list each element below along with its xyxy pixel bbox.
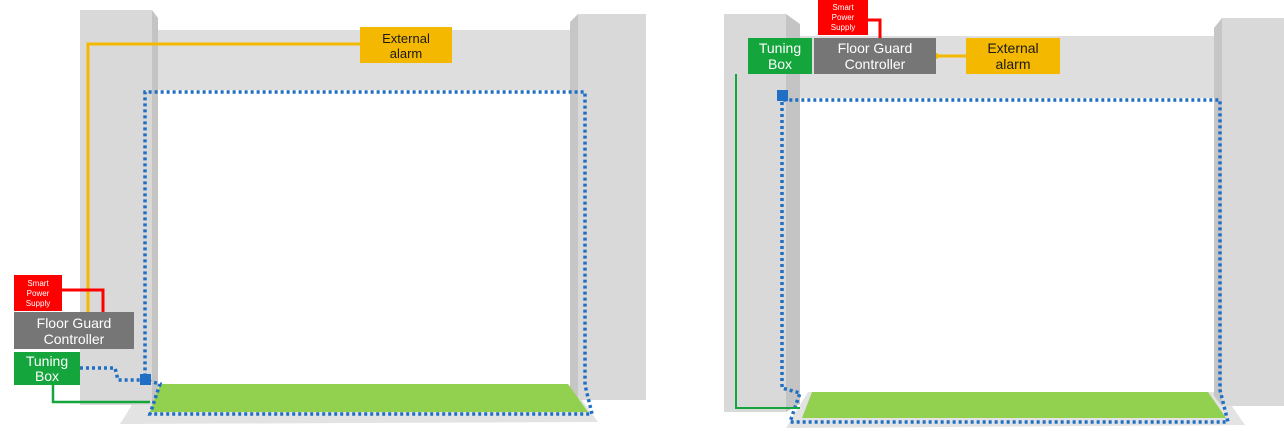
right-power-line2: Power xyxy=(832,13,855,22)
right-right-pillar xyxy=(1222,18,1284,406)
left-tuning-box: Tuning Box xyxy=(14,352,80,385)
right-power-line1: Smart xyxy=(832,3,854,12)
left-tuning-wire xyxy=(51,384,150,404)
right-external-alarm-line2: alarm xyxy=(995,56,1030,72)
left-top-beam xyxy=(80,30,580,90)
left-left-pillar-side xyxy=(152,10,158,405)
right-gate-opening xyxy=(800,104,1214,392)
left-controller-line1: Floor Guard xyxy=(37,315,112,331)
left-power-line2: Power xyxy=(27,289,50,298)
right-tuning-line2: Box xyxy=(768,56,792,72)
right-controller-line2: Controller xyxy=(845,56,906,72)
left-gate-opening xyxy=(158,98,570,384)
left-right-pillar-side xyxy=(570,14,578,400)
right-power-wire xyxy=(868,18,882,38)
right-external-alarm-line1: External xyxy=(987,40,1038,56)
left-loop-wire xyxy=(80,90,595,416)
left-diagram: External alarm Smart Power Supply Floor … xyxy=(14,10,646,424)
right-left-pillar xyxy=(724,14,786,412)
left-tuning-line1: Tuning xyxy=(26,353,68,369)
right-left-pillar-side xyxy=(786,14,800,412)
right-controller-line1: Floor Guard xyxy=(838,40,913,56)
left-power-line3: Supply xyxy=(26,299,50,308)
right-tuning-box: Tuning Box xyxy=(748,38,812,74)
right-smart-power-supply-box: Smart Power Supply xyxy=(818,0,868,35)
left-controller-line2: Controller xyxy=(44,331,105,347)
right-loop-wire xyxy=(780,96,1231,424)
left-external-alarm-line1: External xyxy=(382,31,430,46)
left-smart-power-supply-box: Smart Power Supply xyxy=(14,275,62,311)
right-tuning-line1: Tuning xyxy=(759,40,801,56)
right-tuning-wire xyxy=(735,74,800,409)
right-floor-loop-area xyxy=(802,392,1226,418)
left-loop-junction xyxy=(140,374,151,385)
left-power-line1: Smart xyxy=(27,279,49,288)
left-controller-box: Floor Guard Controller xyxy=(14,312,134,349)
right-controller-box: Floor Guard Controller xyxy=(814,38,936,74)
left-external-alarm-box: External alarm xyxy=(360,27,452,63)
right-power-line3: Supply xyxy=(831,23,855,32)
right-diagram: Smart Power Supply Tuning Box Floor Guar… xyxy=(724,0,1284,428)
right-external-alarm-box: External alarm xyxy=(966,38,1060,74)
left-floor-loop-area xyxy=(150,384,588,412)
left-right-pillar xyxy=(578,14,646,400)
left-alarm-wire xyxy=(86,42,360,312)
left-external-alarm-line2: alarm xyxy=(390,46,423,61)
right-loop-junction xyxy=(777,90,788,101)
left-tuning-line2: Box xyxy=(35,368,59,384)
left-power-wire xyxy=(62,288,105,312)
